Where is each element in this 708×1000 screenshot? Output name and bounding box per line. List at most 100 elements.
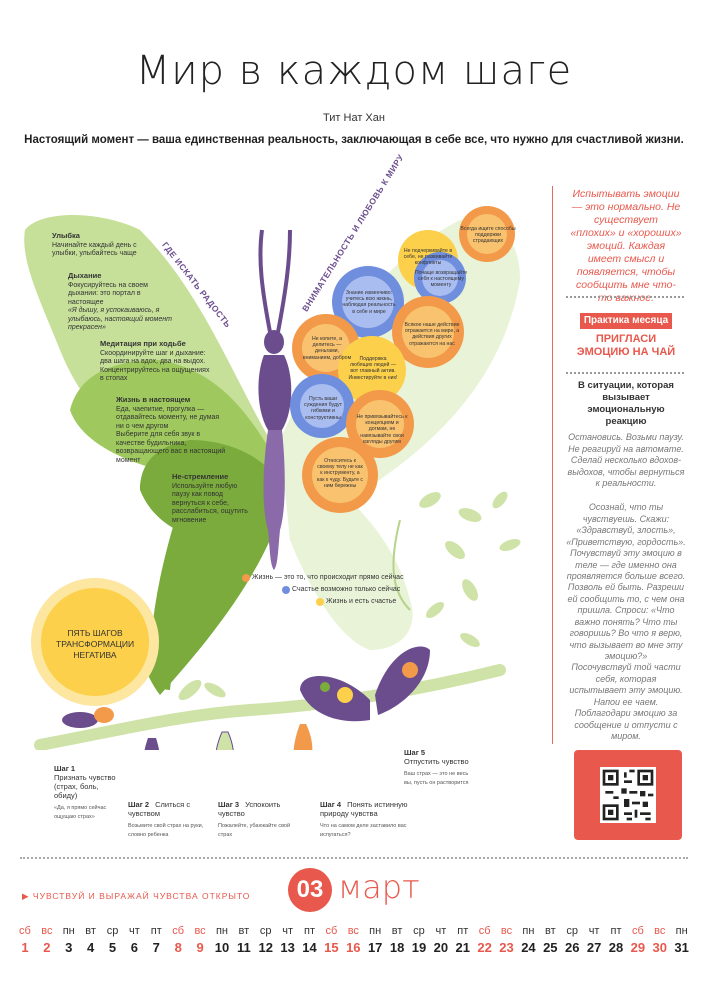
flower-label: Пусть ваши суждения будут гибкими и конс… xyxy=(304,396,342,421)
calendar-day[interactable]: 9 xyxy=(196,940,204,955)
leaves xyxy=(419,491,521,647)
calendar-day[interactable]: 10 xyxy=(214,940,230,955)
calendar-day[interactable]: 19 xyxy=(411,940,427,955)
flower-label: Не привязывайтесь к концепциям и догмам,… xyxy=(356,414,408,445)
weekday-label: сб xyxy=(631,925,644,937)
weekday-label: сб xyxy=(325,925,338,937)
butterfly-illustration xyxy=(24,206,521,750)
calendar-day[interactable]: 8 xyxy=(174,940,182,955)
calendar-day[interactable]: 31 xyxy=(674,940,689,955)
divider xyxy=(566,296,684,298)
calendar-day[interactable]: 15 xyxy=(324,940,339,955)
butterfly-thorax xyxy=(258,355,292,430)
author: Тит Нат Хан xyxy=(323,112,385,124)
weekday-label: ср xyxy=(259,925,272,937)
weekday-label: вс xyxy=(654,925,666,937)
calendar-day[interactable]: 7 xyxy=(152,940,160,955)
steps-badge: ПЯТЬ ШАГОВ ТРАНСФОРМАЦИИ НЕГАТИВА xyxy=(56,628,135,660)
pupa-icons xyxy=(144,724,313,750)
weekday-label: вс xyxy=(194,925,206,937)
calendar-day[interactable]: 27 xyxy=(586,940,602,955)
practice-heading: ПРИГЛАСИ ЭМОЦИЮ НА ЧАЙ xyxy=(576,333,676,358)
butterfly-abdomen xyxy=(263,430,285,570)
calendar-day[interactable]: 16 xyxy=(346,940,361,955)
weekday-label: сб xyxy=(478,925,491,937)
calendar-day[interactable]: 24 xyxy=(521,940,536,955)
calendar-day[interactable]: 23 xyxy=(499,940,514,955)
calendar-day[interactable]: 13 xyxy=(280,940,295,955)
weekday-label: ср xyxy=(106,925,119,937)
caterpillar-icon xyxy=(62,707,114,728)
calendar-tagline: ▶ ЧУВСТВУЙ И ВЫРАЖАЙ ЧУВСТВА ОТКРЫТО xyxy=(22,891,251,901)
qr-code-icon[interactable] xyxy=(600,767,656,823)
practice-step: Посочувствуй той части себя, которая исп… xyxy=(569,662,683,741)
month-name: март xyxy=(338,868,420,906)
legend-dot-orange xyxy=(242,574,250,582)
weekday-label: пн xyxy=(215,925,228,937)
practice-step: Осознай, что ты чувствуешь. Скажи: «Здра… xyxy=(566,502,686,581)
calendar-day[interactable]: 28 xyxy=(608,940,624,955)
calendar-day[interactable]: 17 xyxy=(367,940,383,955)
flower-label: Всякое наше действие отражается на мире,… xyxy=(404,322,460,347)
calendar-day[interactable]: 6 xyxy=(130,940,139,955)
weekday-label: чт xyxy=(435,925,447,937)
calendar-day[interactable]: 14 xyxy=(302,940,317,955)
weekday-label: вт xyxy=(545,925,556,937)
calendar-day[interactable]: 2 xyxy=(43,940,51,955)
calendar-divider xyxy=(20,857,688,859)
weekday-label: вт xyxy=(85,925,96,937)
practice-step: Позволь ей быть. Разреши ей сообщить то,… xyxy=(567,582,685,661)
weekday-label: пт xyxy=(457,925,469,937)
calendar-day[interactable]: 29 xyxy=(630,940,646,955)
calendar-day[interactable]: 1 xyxy=(21,940,29,955)
calendar-day[interactable]: 3 xyxy=(65,940,73,955)
calendar-day[interactable]: 21 xyxy=(455,940,470,955)
weekday-label: вт xyxy=(238,925,250,937)
flower-label: Относитесь к своему телу не как к инстру… xyxy=(316,458,364,489)
flower-label: Не подчеркивайте в себе, не развивайте к… xyxy=(403,248,453,267)
page-title: Мир в каждом шаге xyxy=(135,48,573,94)
divider xyxy=(566,372,684,374)
butterfly-head xyxy=(264,330,284,354)
calendar-day[interactable]: 11 xyxy=(236,940,251,955)
weekday-label: пт xyxy=(304,925,316,937)
flower-group xyxy=(290,206,515,513)
calendar-day[interactable]: 18 xyxy=(389,940,405,955)
flower-label: Почаще возвращайте себя к настоящему мом… xyxy=(414,270,468,289)
situation-text: В ситуации, которая вызывает эмоциональн… xyxy=(578,380,674,427)
weekday-label: пн xyxy=(62,925,75,937)
weekday-label: чт xyxy=(282,925,294,937)
weekday-label: ср xyxy=(566,925,579,937)
calendar-day[interactable]: 4 xyxy=(87,940,95,955)
calendar-day[interactable]: 20 xyxy=(433,940,449,955)
weekday-label: пт xyxy=(610,925,622,937)
colorful-butterfly-icon xyxy=(300,646,430,722)
sidebar-intro: Испытывать эмоции — это нормально. Не су… xyxy=(570,188,682,304)
calendar-day[interactable]: 30 xyxy=(652,940,667,955)
legend-item: Счастье возможно только сейчас xyxy=(292,586,401,593)
weekday-label: вс xyxy=(41,925,53,937)
legend-item: Жизнь и есть счастье xyxy=(326,598,397,605)
calendar-day[interactable]: 25 xyxy=(543,940,558,955)
weekday-label: ср xyxy=(413,925,425,937)
calendar-day[interactable]: 5 xyxy=(108,940,117,955)
sun-icon xyxy=(31,578,159,706)
flower-label: Всегда ищите способы поддержки страдающи… xyxy=(460,226,516,245)
weekday-label: вс xyxy=(500,925,513,937)
calendar-day[interactable]: 22 xyxy=(477,940,492,955)
main-quote: Настоящий момент — ваша единственная реа… xyxy=(24,134,684,146)
weekday-label: пт xyxy=(150,925,162,937)
calendar-day[interactable]: 12 xyxy=(258,940,273,955)
weekday-label: пн xyxy=(675,925,688,937)
calendar-day[interactable]: 26 xyxy=(564,940,580,955)
legend-item: Жизнь — это то, что происходит прямо сей… xyxy=(252,574,404,581)
